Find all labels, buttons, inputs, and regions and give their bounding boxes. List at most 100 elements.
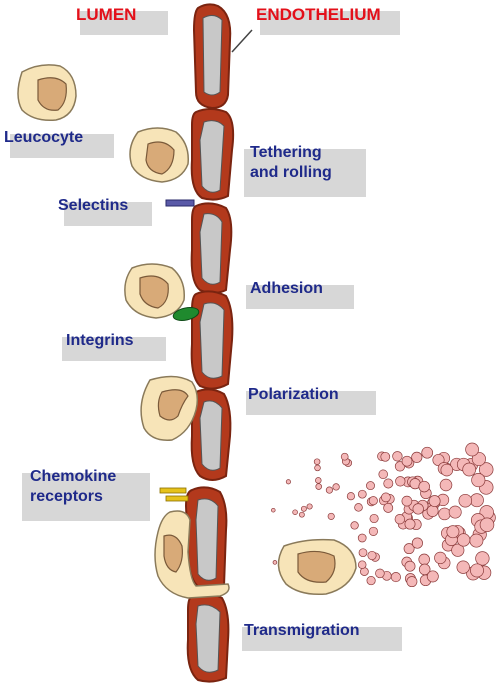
chemokine-dot bbox=[357, 489, 367, 499]
chemokine-dot bbox=[271, 507, 276, 513]
selectins-label: Selectins bbox=[58, 196, 152, 226]
chemokine-dot bbox=[440, 463, 454, 477]
chemokine-dot bbox=[299, 511, 305, 518]
chemokine-dot bbox=[434, 551, 447, 565]
chemokine-dot bbox=[418, 480, 430, 493]
chemokine-dot bbox=[367, 550, 377, 561]
chemokine-dot bbox=[332, 483, 340, 491]
chemokine-receptors-label: Chemokine receptors bbox=[22, 467, 150, 521]
chemokine-dot bbox=[314, 464, 321, 472]
chemokine-dot bbox=[458, 493, 473, 508]
chemokine-dot bbox=[369, 513, 379, 524]
chemokine-dot bbox=[426, 570, 439, 583]
endothelial-cell bbox=[190, 202, 233, 294]
chemokine-dot bbox=[358, 548, 368, 558]
endothelial-cell bbox=[184, 486, 228, 591]
chemokine-dot bbox=[404, 560, 416, 572]
endothelial-cell bbox=[190, 388, 232, 481]
endothelial-cell bbox=[190, 290, 234, 390]
chemokine-dot bbox=[366, 576, 376, 586]
lumen-label: LUMEN bbox=[76, 5, 168, 35]
chemokine-dot bbox=[465, 442, 479, 457]
chemokine-dot bbox=[354, 503, 363, 512]
chemokine-dot bbox=[315, 483, 322, 490]
chemokine-dot bbox=[392, 451, 403, 462]
chemokine-dot bbox=[462, 462, 477, 477]
chemokine-dot bbox=[471, 451, 486, 467]
leucocyte-cell bbox=[154, 510, 230, 599]
chemokine-dot bbox=[327, 512, 335, 520]
chemokine-dot bbox=[378, 469, 388, 480]
chemokine-dot bbox=[438, 507, 451, 521]
chemokine-dot bbox=[357, 533, 367, 543]
polarization-label: Polarization bbox=[246, 385, 376, 415]
chemokine-dot bbox=[285, 479, 291, 485]
chemokine-dot bbox=[394, 514, 405, 525]
chemokine-dot bbox=[411, 451, 423, 463]
integrins-label: Integrins bbox=[62, 331, 166, 361]
chemokine-dot bbox=[340, 452, 349, 461]
chemokine-dot bbox=[418, 553, 430, 566]
leucocyte-cell bbox=[129, 127, 189, 183]
leucocyte-cell bbox=[124, 263, 185, 319]
chemokine-dot bbox=[448, 505, 462, 519]
chemokine-dot bbox=[401, 455, 413, 467]
chemokine-dot bbox=[451, 543, 465, 557]
chemokine-dot bbox=[380, 451, 391, 462]
chemokine-dot bbox=[479, 517, 495, 533]
chemokine-dot bbox=[404, 518, 416, 530]
chemokine-dot bbox=[439, 478, 453, 492]
chemokine-receptor bbox=[165, 495, 189, 502]
selectin-molecule bbox=[165, 199, 195, 207]
chemokine-dot bbox=[406, 576, 418, 588]
chemokine-receptor bbox=[159, 487, 187, 494]
leucocyte-cell bbox=[17, 64, 77, 122]
chemokine-dot bbox=[350, 521, 359, 530]
chemokine-dot bbox=[456, 560, 470, 574]
leucocyte-cell bbox=[277, 538, 357, 596]
chemokine-dot bbox=[313, 458, 321, 465]
chemokine-dot bbox=[478, 462, 494, 477]
chemokine-dot bbox=[395, 476, 406, 487]
chemokine-dot bbox=[403, 543, 415, 555]
endothelial-cell bbox=[190, 108, 235, 201]
endothelium-pointer bbox=[231, 29, 253, 53]
chemokine-dot bbox=[272, 560, 278, 565]
chemokine-dot bbox=[306, 503, 313, 510]
leucocyte-label: Leucocyte bbox=[4, 128, 114, 158]
chemokine-dot bbox=[390, 572, 401, 583]
chemokine-dot bbox=[426, 505, 439, 517]
transmigration-label: Transmigration bbox=[242, 621, 402, 651]
endothelial-cell bbox=[186, 592, 230, 683]
chemokine-dot bbox=[292, 509, 298, 515]
chemokine-dot bbox=[375, 568, 385, 579]
chemokine-dot bbox=[428, 495, 441, 508]
chemokine-dot bbox=[469, 533, 484, 548]
chemokine-dot bbox=[300, 505, 307, 512]
chemokine-dot bbox=[475, 551, 490, 566]
chemokine-dot bbox=[368, 496, 378, 506]
chemokine-dot bbox=[456, 533, 471, 547]
chemokine-dot bbox=[366, 481, 375, 491]
leucocyte-cell bbox=[140, 375, 199, 441]
chemokine-dot bbox=[383, 478, 394, 489]
adhesion-label: Adhesion bbox=[246, 279, 354, 309]
endothelium-column bbox=[184, 3, 235, 683]
integrin-molecule bbox=[172, 307, 200, 321]
tethering-label: Tethering and rolling bbox=[244, 143, 366, 197]
chemokine-dot bbox=[325, 486, 333, 494]
chemokine-dot bbox=[346, 492, 355, 501]
chemokine-dot bbox=[368, 526, 378, 536]
chemokine-gradient bbox=[271, 442, 496, 588]
chemokine-dot bbox=[401, 495, 413, 507]
chemokine-dot bbox=[383, 502, 394, 513]
chemokine-dot bbox=[470, 563, 484, 578]
chemokine-dot bbox=[421, 446, 434, 459]
chemokine-dot bbox=[357, 560, 367, 569]
chemokine-dot bbox=[446, 525, 460, 539]
chemokine-dot bbox=[469, 493, 484, 508]
endothelial-cell bbox=[192, 3, 232, 110]
chemokine-dot bbox=[411, 537, 423, 549]
endothelium-label: ENDOTHELIUM bbox=[256, 5, 400, 35]
